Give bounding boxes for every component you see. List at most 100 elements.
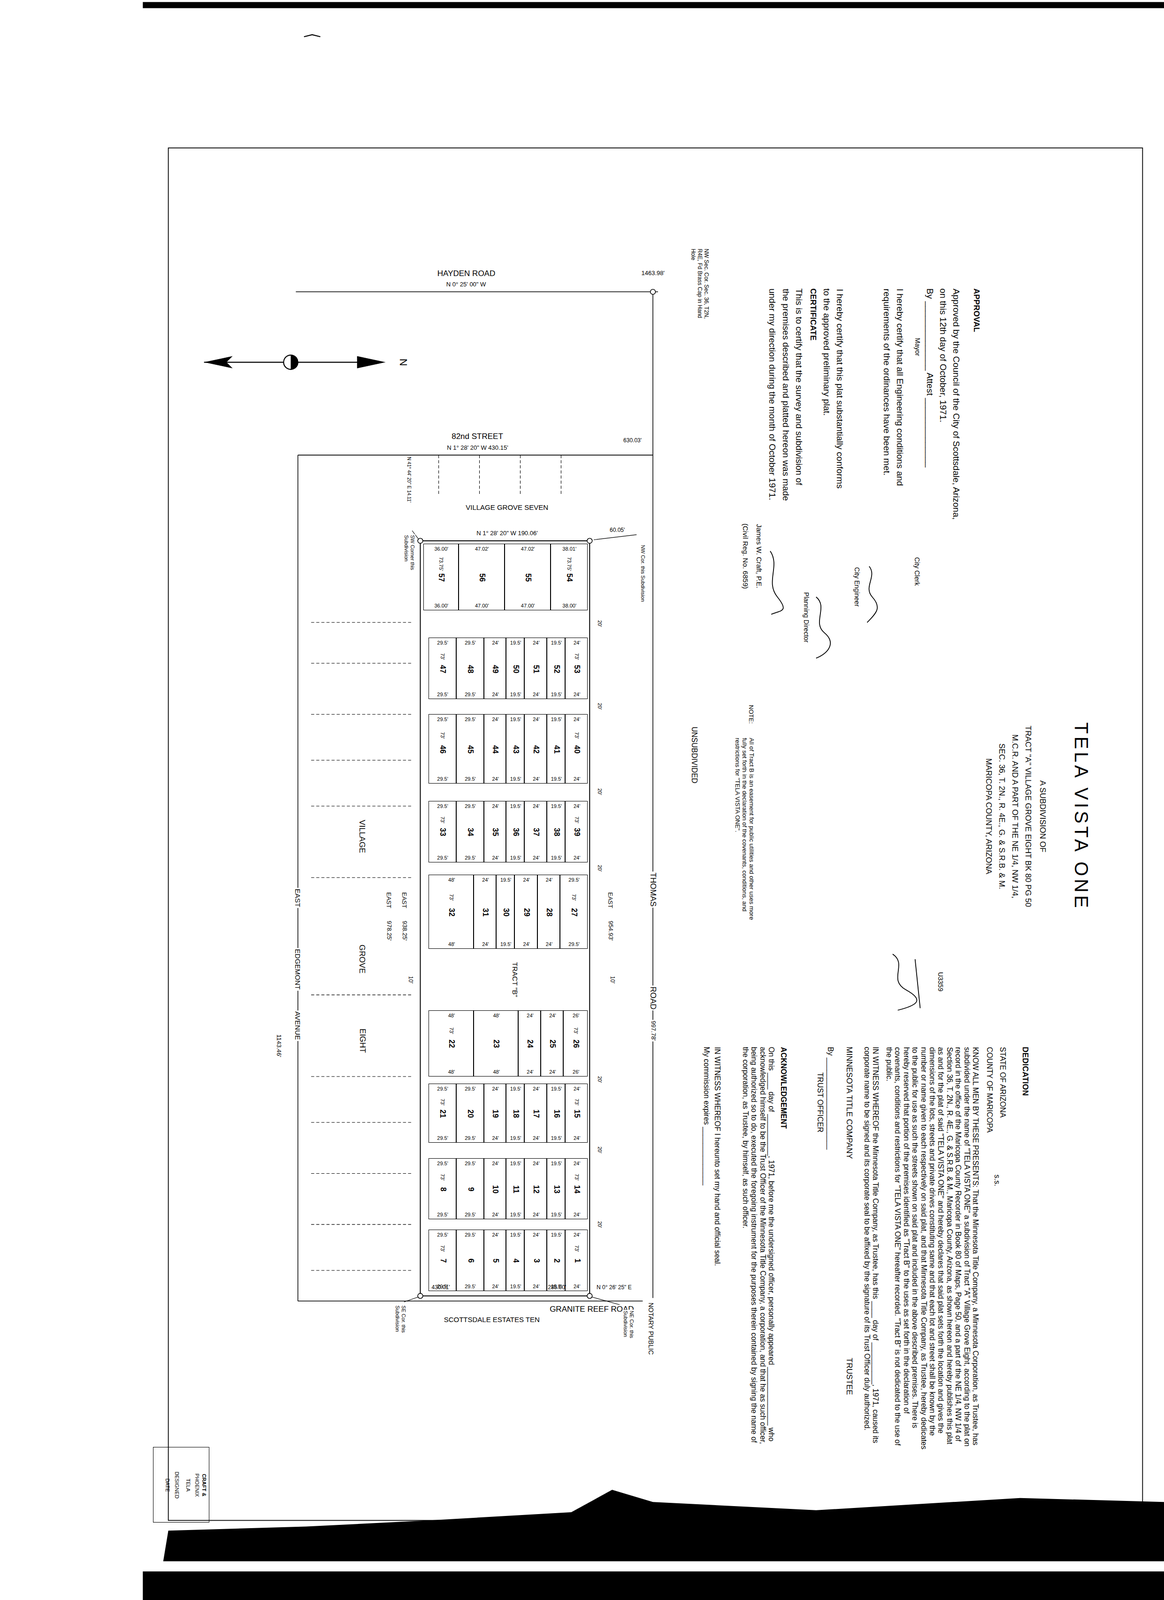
north-arrow-hub [290, 354, 298, 369]
title-block-text: TELA [184, 1478, 192, 1492]
lot-number: 11 [511, 1185, 521, 1194]
lot-width: 19.5' [551, 639, 563, 646]
road-name: THOMAS [648, 871, 658, 908]
subtitle: SEC. 36, T. 2N., R. 4E., G. & S.R.B. & M… [996, 742, 1007, 890]
lot-box: 1819.5'19.5' [505, 1083, 525, 1143]
lot-width: 24' [523, 941, 530, 948]
certificate-text: This is to certify that the survey and s… [793, 287, 805, 487]
lot-number: 52 [551, 664, 561, 674]
certificate-text: the premises described and platted hereo… [780, 287, 791, 502]
lot-width: 24' [573, 775, 581, 782]
lot-width: 24' [491, 854, 499, 861]
lot-box: 1119.5'19.5' [505, 1157, 525, 1219]
bearing: N 0° 25' 00" W [445, 281, 488, 289]
lot-width: 24' [482, 941, 489, 948]
corner-marker [417, 1293, 423, 1299]
dedication-paragraph: KNOW ALL MEN BY THESE PRESENTS: That the… [884, 1045, 980, 1452]
signature-caption: City Clerk [913, 556, 921, 587]
lot-width: 48' [492, 1012, 500, 1019]
lot-width: 29.5' [464, 639, 476, 646]
lot-depth: 73' [448, 893, 455, 901]
lot-width: 29.5' [436, 639, 449, 646]
lot-box: 4529.5'29.5' [456, 713, 484, 784]
lot-box: 5736.00'36.00'73.75' [423, 543, 459, 610]
lot-width: 19.5' [551, 1283, 563, 1290]
lot-width: 24' [491, 1283, 499, 1290]
dimension: 10' [608, 974, 616, 985]
dimension: 954.93' [606, 919, 614, 942]
signature-line: By ______________________ [825, 1045, 835, 1151]
lot-number: 26 [571, 1039, 581, 1049]
dedication-text: MINNESOTA TITLE COMPANY [844, 1045, 855, 1160]
lot-width: 24' [545, 941, 553, 948]
lot-width: 47.02' [474, 545, 490, 552]
lot-box: 829.5'29.5'73' [428, 1157, 457, 1219]
lot-number: 36 [511, 827, 521, 837]
dimension: EAST [606, 890, 614, 909]
lot-box: 4729.5'29.5'73' [428, 637, 457, 699]
lot-line [479, 454, 480, 496]
lot-width: 19.5' [510, 639, 522, 646]
approval-text: I hereby certify that this plat substant… [834, 287, 845, 490]
lot-width: 24' [532, 1283, 540, 1290]
lot-width: 29.5' [436, 803, 449, 810]
lot-width: 24' [573, 1283, 581, 1290]
adjacent-lot-lines [311, 454, 562, 1271]
lot-depth: 73' [574, 652, 581, 660]
lot-number: 12 [531, 1184, 541, 1194]
lot-depth: 73' [439, 652, 446, 660]
dimension: 60.05' [608, 527, 626, 534]
lot-box: 5647.02'47.00' [458, 543, 505, 610]
lot-box: 4829.5'29.5' [456, 637, 484, 699]
lot-number: 47 [438, 664, 447, 674]
adjacent-subdivision: GROVE [357, 943, 368, 974]
lot-number: 19 [490, 1109, 500, 1119]
lot-width: 24' [523, 876, 530, 883]
lot-width: 24' [491, 1211, 499, 1218]
lot-box: 2029.5'29.5' [456, 1083, 484, 1143]
lot-line [438, 454, 439, 496]
lot-width: 29.5' [464, 1283, 476, 1290]
lot-depth: 73' [448, 1026, 455, 1034]
lot-width: 24' [545, 876, 553, 883]
lot-width: 29.5' [436, 1160, 449, 1167]
lot-number: 4 [511, 1258, 521, 1263]
lot-width: 19.5' [551, 1160, 563, 1167]
lot-box: 3524'24' [483, 800, 507, 862]
lot-box: 524'24' [483, 1229, 507, 1291]
lot-width: 19.5' [551, 1211, 563, 1218]
lot-width: 38.01' [562, 545, 577, 552]
dimension: EAST [400, 890, 408, 909]
corner-note: SE Cor. this Subdivision [394, 1304, 406, 1349]
lot-box: 4424'24' [483, 713, 507, 784]
corner-marker [587, 538, 593, 544]
title-block-text: DESIGNED [173, 1471, 180, 1499]
lot-width: 24' [526, 1068, 534, 1075]
lot-number: 49 [490, 664, 500, 674]
lot-width: 48' [492, 1068, 500, 1075]
lot-number: 16 [551, 1109, 561, 1119]
lot-width: 19.5' [551, 1085, 563, 1092]
road-name: ROAD [648, 985, 658, 1011]
lot-box: 1319.5'19.5' [546, 1157, 566, 1219]
leader-line [404, 1296, 419, 1302]
lot-box: 1524'24'73' [565, 1083, 588, 1143]
lot-line [311, 994, 414, 996]
lot-number: 40 [572, 745, 582, 754]
lot-number: 39 [572, 827, 582, 837]
lot-width: 29.5' [568, 876, 580, 883]
subtitle: M.C.R. AND A PART OF THE NE 1/4, NW 1/4, [1010, 733, 1020, 899]
lot-width: 29.5' [436, 1211, 449, 1218]
lot-box: 3819.5'19.5' [546, 800, 566, 862]
sheet-mark [304, 34, 321, 37]
lot-width: 38.00' [562, 602, 577, 609]
lot-width: 19.5' [510, 1085, 522, 1092]
lot-line [311, 713, 414, 715]
street-line [298, 454, 653, 456]
road-lines [295, 291, 659, 1302]
lot-line [311, 1269, 414, 1271]
corner-marker [587, 1293, 593, 1299]
lot-width: 24' [491, 639, 499, 646]
lot-box: 2729.5'29.5'73' [559, 874, 588, 950]
lot-width: 24' [532, 639, 540, 646]
